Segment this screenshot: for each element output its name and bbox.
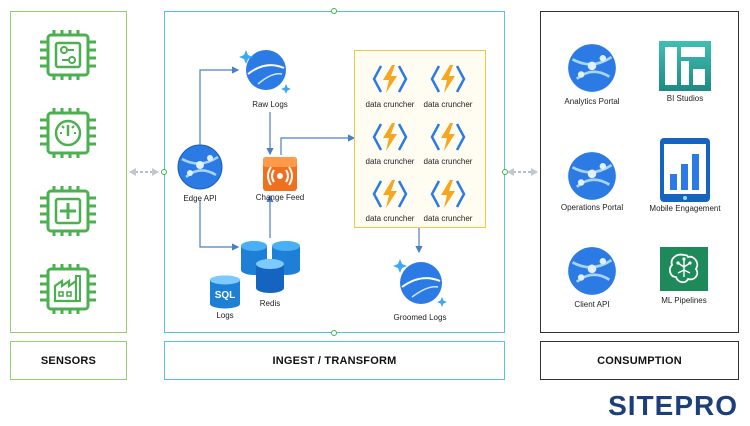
data-cruncher-label: data cruncher bbox=[365, 100, 415, 109]
data-cruncher-label: data cruncher bbox=[423, 100, 473, 109]
sql-text: SQL bbox=[215, 290, 236, 301]
ml-pipelines-icon bbox=[660, 247, 708, 291]
operations-portal-label: Operations Portal bbox=[560, 203, 624, 212]
sensor-chip-factory-icon bbox=[40, 264, 96, 314]
sitepro-logo: SITEPRO bbox=[516, 391, 738, 421]
consumption-caption: CONSUMPTION bbox=[540, 341, 739, 380]
data-cruncher-function-icon bbox=[430, 123, 466, 151]
sensors-caption: SENSORS bbox=[10, 341, 127, 380]
data-cruncher-label: data cruncher bbox=[423, 214, 473, 223]
ingest-handle-bottom[interactable] bbox=[331, 330, 337, 336]
groomed-logs-cosmos-icon bbox=[393, 259, 447, 307]
logo-text: SITEPRO bbox=[608, 390, 738, 421]
client-api-icon bbox=[568, 247, 616, 295]
client-api-label: Client API bbox=[574, 300, 610, 309]
ml-pipelines-label: ML Pipelines bbox=[661, 296, 707, 305]
change-feed-icon bbox=[263, 157, 297, 191]
analytics-portal-icon bbox=[568, 44, 616, 92]
mobile-engagement-icon bbox=[660, 138, 710, 202]
redis-label: Redis bbox=[259, 299, 281, 308]
operations-portal-icon bbox=[568, 152, 616, 200]
bi-studios-label: BI Studios bbox=[666, 94, 704, 103]
mobile-engagement-label: Mobile Engagement bbox=[649, 204, 721, 213]
sensor-chip-control-icon bbox=[40, 30, 96, 80]
groomed-logs-label: Groomed Logs bbox=[393, 313, 447, 322]
redis-icon bbox=[241, 241, 300, 293]
sensor-chip-gauge-icon bbox=[40, 108, 96, 158]
sql-database-icon: SQL bbox=[210, 275, 240, 309]
data-cruncher-function-icon bbox=[430, 65, 466, 93]
ingest-handle-top[interactable] bbox=[331, 8, 337, 14]
data-cruncher-function-icon bbox=[372, 180, 408, 208]
bi-studios-icon bbox=[659, 41, 711, 91]
consumption-panel bbox=[540, 11, 739, 333]
raw-logs-label: Raw Logs bbox=[252, 100, 288, 109]
data-cruncher-label: data cruncher bbox=[365, 157, 415, 166]
data-cruncher-function-icon bbox=[372, 123, 408, 151]
data-cruncher-function-icon bbox=[372, 65, 408, 93]
edge-api-icon bbox=[177, 144, 223, 190]
raw-logs-cosmos-icon bbox=[239, 50, 291, 94]
sensors-panel bbox=[10, 11, 127, 333]
analytics-portal-label: Analytics Portal bbox=[564, 97, 620, 106]
logs-label: Logs bbox=[216, 311, 234, 320]
data-cruncher-label: data cruncher bbox=[365, 214, 415, 223]
ingest-handle-left[interactable] bbox=[161, 169, 167, 175]
ingest-caption: INGEST / TRANSFORM bbox=[164, 341, 505, 380]
change-feed-label: Change Feed bbox=[255, 193, 305, 202]
data-cruncher-function-icon bbox=[430, 180, 466, 208]
edge-api-label: Edge API bbox=[183, 194, 217, 203]
sensor-chip-plus-icon bbox=[40, 186, 96, 236]
data-cruncher-label: data cruncher bbox=[423, 157, 473, 166]
